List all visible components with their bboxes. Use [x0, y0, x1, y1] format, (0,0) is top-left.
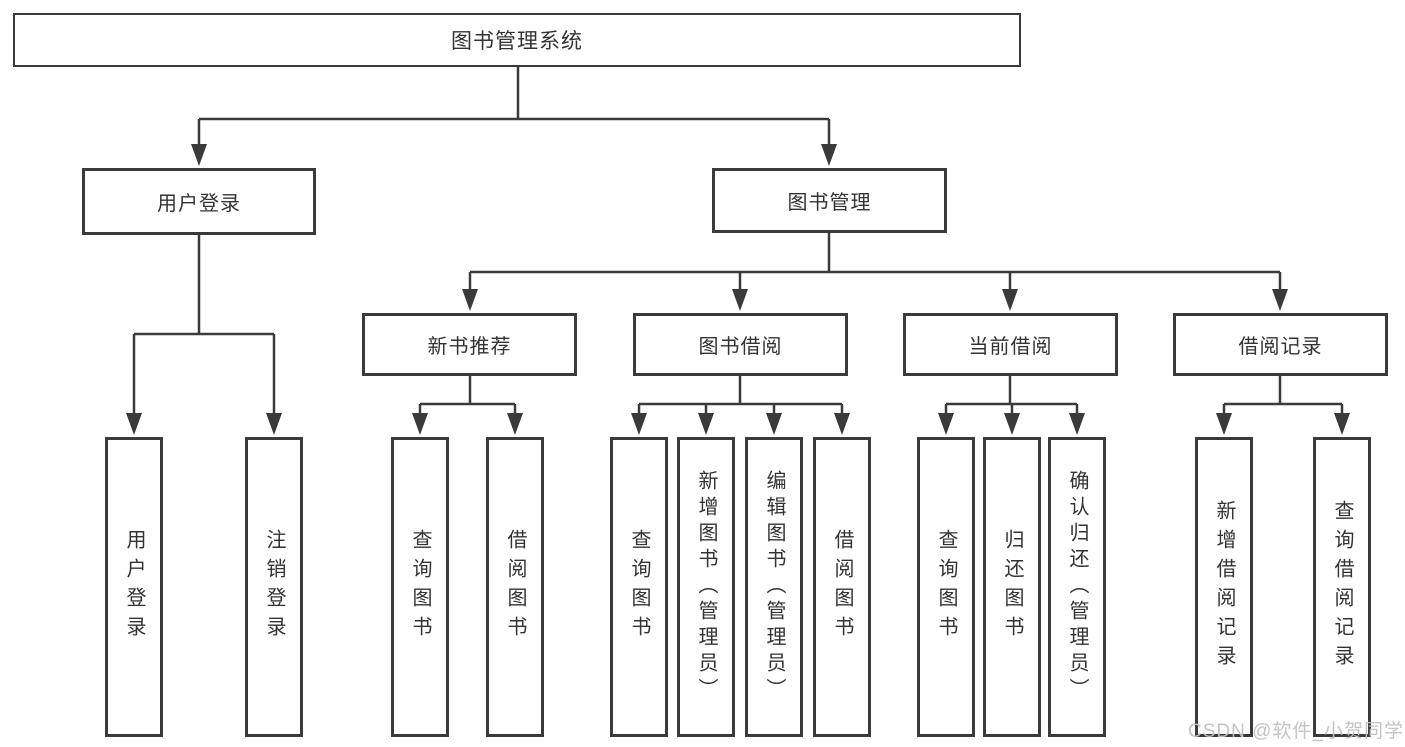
leaf-borrow-books-recommend: 借阅图书 [486, 437, 544, 737]
leaf-query-books-borrow: 查询图书 [610, 437, 668, 737]
leaf-query-books-current: 查询图书 [917, 437, 975, 737]
leaf-query-books-recommend: 查询图书 [391, 437, 449, 737]
leaf-add-borrow-record: 新增借阅记录 [1195, 437, 1253, 737]
leaf-user-login: 用户登录 [105, 437, 163, 737]
connector-root-to-level2 [191, 67, 837, 166]
leaf-edit-book-admin: 编辑图书（管理员） [745, 437, 803, 737]
node-new-book-recommend: 新书推荐 [362, 313, 577, 376]
leaf-query-borrow-record: 查询借阅记录 [1313, 437, 1371, 737]
node-borrowing-records: 借阅记录 [1173, 313, 1388, 376]
node-book-management: 图书管理 [712, 168, 947, 233]
node-book-borrowing: 图书借阅 [633, 313, 848, 376]
node-library-management-system: 图书管理系统 [13, 13, 1021, 67]
node-current-borrowing: 当前借阅 [903, 313, 1118, 376]
connector-mgmt-to-level3 [462, 233, 1288, 311]
connector-login-to-leaves [126, 235, 282, 435]
connector-recommend-to-leaves [412, 376, 523, 435]
node-user-login: 用户登录 [82, 168, 316, 235]
leaf-logout: 注销登录 [245, 437, 303, 737]
leaf-add-book-admin: 新增图书（管理员） [677, 437, 735, 737]
csdn-watermark: CSDN @软件_小贺同学 [1188, 721, 1404, 742]
connector-records-to-leaves [1216, 376, 1350, 435]
connector-borrow-to-leaves [631, 376, 850, 435]
connector-current-to-leaves [938, 376, 1085, 435]
leaf-return-book: 归还图书 [983, 437, 1041, 737]
leaf-confirm-return-admin: 确认归还（管理员） [1048, 437, 1106, 737]
leaf-borrow-books-borrow: 借阅图书 [813, 437, 871, 737]
